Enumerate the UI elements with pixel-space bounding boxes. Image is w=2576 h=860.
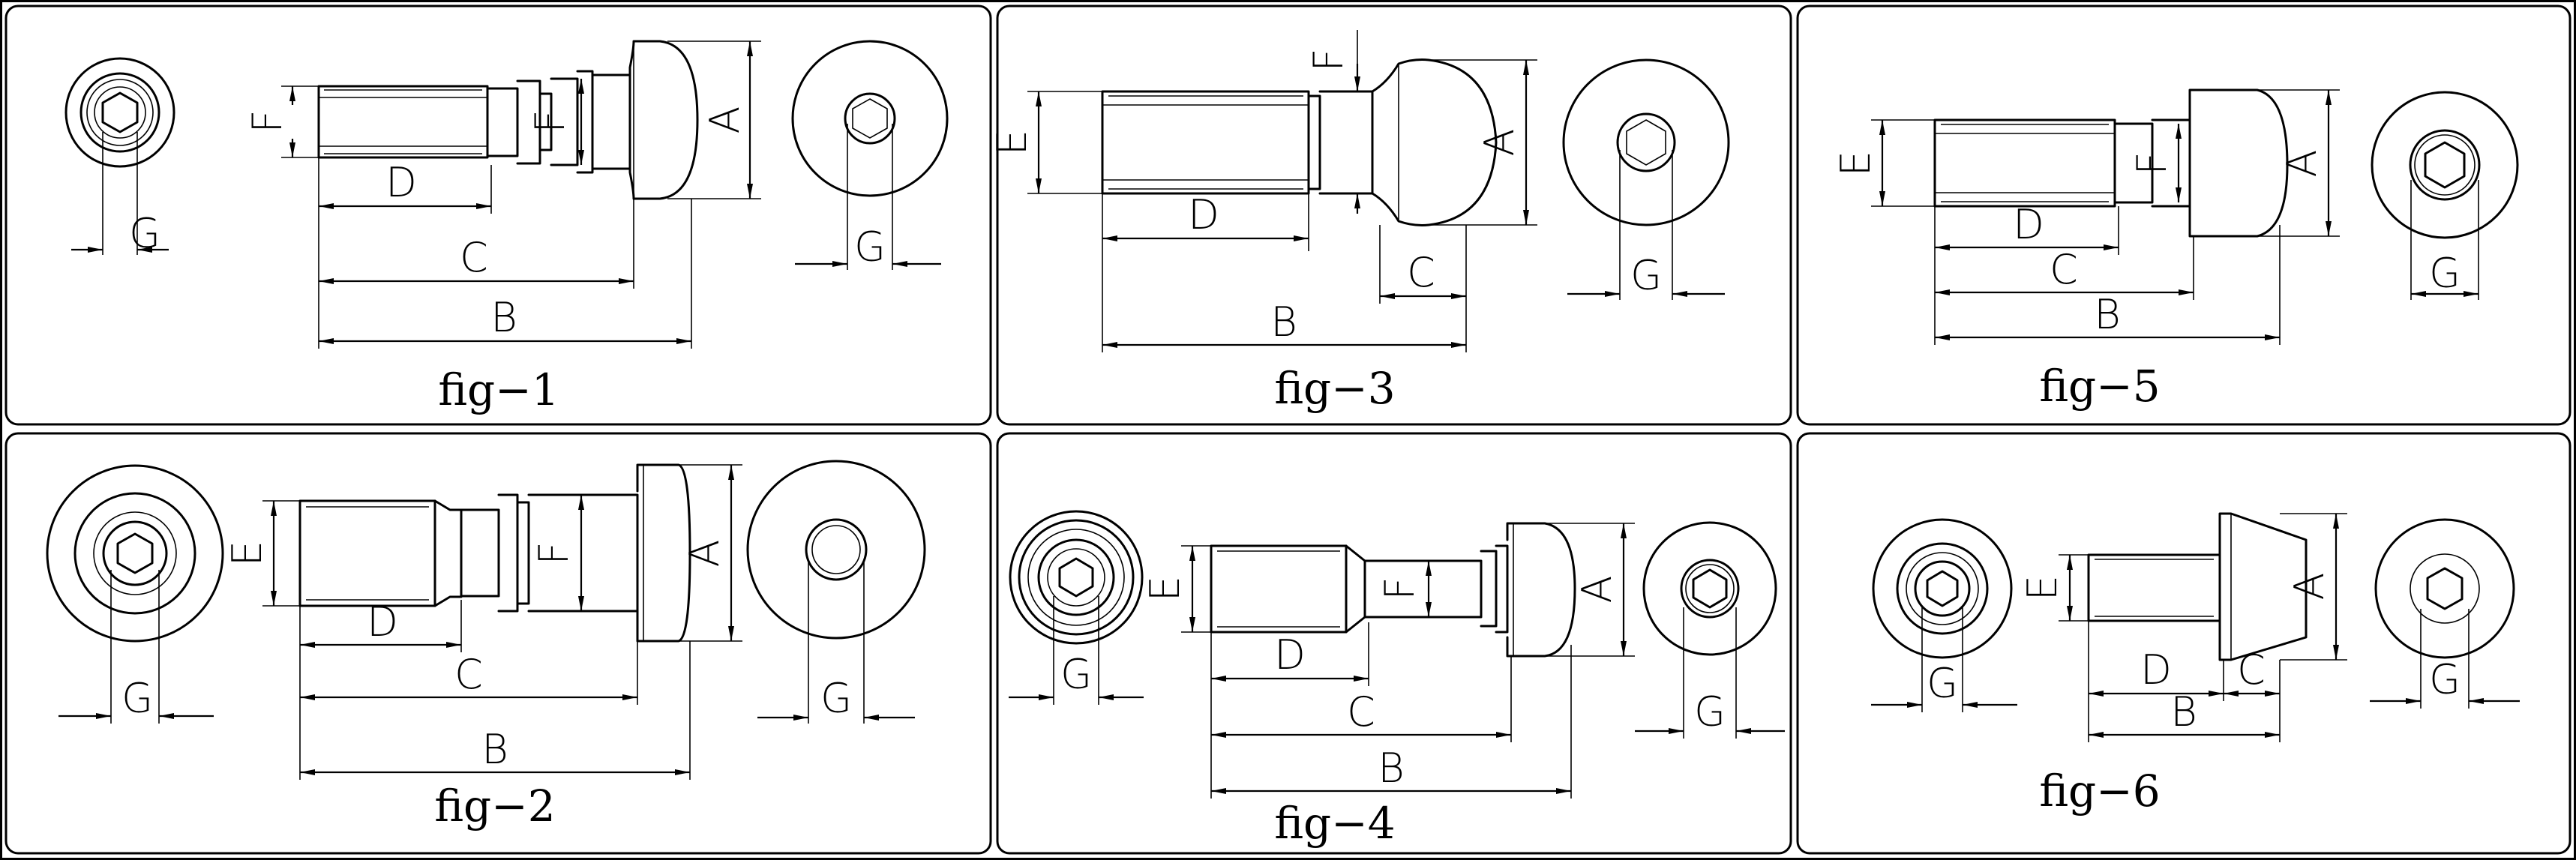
- end-view-threaded: G: [1009, 510, 1144, 705]
- figure-caption: fig−6: [2039, 766, 2160, 817]
- pin-side-view: [1210, 522, 1576, 658]
- dim-label-c: C: [1347, 688, 1375, 736]
- dim-label-a: A: [681, 540, 728, 568]
- figure-caption: fig−4: [1274, 798, 1395, 849]
- panel-fig2: G E F A D C B: [4, 432, 992, 855]
- panel-frame: [1796, 4, 2572, 426]
- dim-label-d: D: [2013, 201, 2044, 248]
- panel-fig5: E F A D C B G fig−5: [1796, 4, 2572, 426]
- dim-label-e: E: [223, 541, 271, 566]
- dim-label-d: D: [1188, 191, 1219, 238]
- figure-caption: fig−1: [438, 364, 559, 415]
- dim-label-d: D: [2140, 646, 2172, 694]
- panel-fig1: G F F A: [4, 4, 992, 426]
- dim-label-c: C: [2237, 646, 2266, 694]
- dim-label-f: F: [1376, 577, 1423, 600]
- dim-label-g: G: [121, 675, 153, 722]
- dim-label-g: G: [1694, 688, 1726, 736]
- pin-side-view: [2087, 512, 2308, 661]
- end-view-head: G: [2371, 91, 2519, 300]
- dim-label-a: A: [1476, 129, 1523, 157]
- dim-label-g: G: [854, 223, 886, 271]
- dim-label-g: G: [2429, 250, 2461, 297]
- dim-label-f: F: [530, 541, 577, 565]
- end-view-head: G: [2370, 518, 2520, 709]
- dim-label-d: D: [385, 159, 417, 206]
- panel-frame: [996, 432, 1792, 855]
- end-view-head: G: [791, 40, 949, 271]
- dim-label-c: C: [2050, 246, 2078, 293]
- dim-label-b: B: [2094, 291, 2120, 338]
- end-view-threaded: G: [46, 464, 224, 724]
- dim-label-e: E: [988, 130, 1036, 155]
- end-view-threaded: G: [1871, 518, 2017, 712]
- dim-label-a: A: [2286, 573, 2333, 601]
- dim-label-b: B: [2170, 688, 2197, 736]
- dim-label-f: F: [526, 109, 574, 133]
- dim-label-c: C: [454, 651, 483, 698]
- dim-label-e: F: [244, 109, 291, 133]
- dim-label-a: A: [1573, 576, 1621, 604]
- dim-label-g: G: [820, 675, 852, 722]
- end-view-head: G: [1635, 521, 1785, 739]
- dim-label-b: B: [1270, 298, 1297, 346]
- dim-label-a: A: [2278, 150, 2326, 178]
- figure-caption: fig−2: [434, 781, 555, 832]
- dim-label-f: F: [2128, 151, 2176, 175]
- dim-label-b: B: [490, 294, 517, 341]
- dim-label-a: A: [701, 106, 748, 134]
- figure-caption: fig−5: [2039, 361, 2160, 412]
- panel-frame: [1796, 432, 2572, 855]
- dim-label-e: E: [2019, 575, 2066, 601]
- end-view-head: G: [1562, 58, 1730, 300]
- pin-side-view: [317, 40, 699, 200]
- dim-label-g: G: [2429, 656, 2461, 703]
- dim-label-d: D: [1274, 631, 1306, 679]
- panel-fig6: G E A D C B: [1796, 432, 2572, 855]
- dim-label-e: E: [1141, 576, 1189, 601]
- dim-label-g: G: [1060, 651, 1092, 698]
- end-view-head: G: [746, 460, 926, 724]
- dim-label-b: B: [1378, 745, 1404, 792]
- end-view-threaded: G: [64, 57, 175, 257]
- dim-label-f: F: [1305, 48, 1352, 71]
- dim-label-c: C: [1407, 249, 1435, 296]
- pin-side-view: [1933, 88, 2289, 238]
- dim-label-c: C: [460, 234, 488, 281]
- panel-fig4: G E F A D C B: [996, 432, 1792, 855]
- panel-fig3: E F A D C B G fig−3: [988, 4, 1792, 426]
- dim-label-g: G: [1630, 252, 1662, 299]
- dim-label-g: G: [1927, 660, 1958, 707]
- figure-caption: fig−3: [1274, 363, 1395, 414]
- panel-frame: [4, 432, 992, 855]
- dim-label-g: G: [129, 210, 160, 257]
- panel-frame: [4, 4, 992, 426]
- dim-label-e: E: [1832, 151, 1879, 176]
- dim-label-b: B: [481, 726, 508, 773]
- dim-label-d: D: [367, 598, 398, 646]
